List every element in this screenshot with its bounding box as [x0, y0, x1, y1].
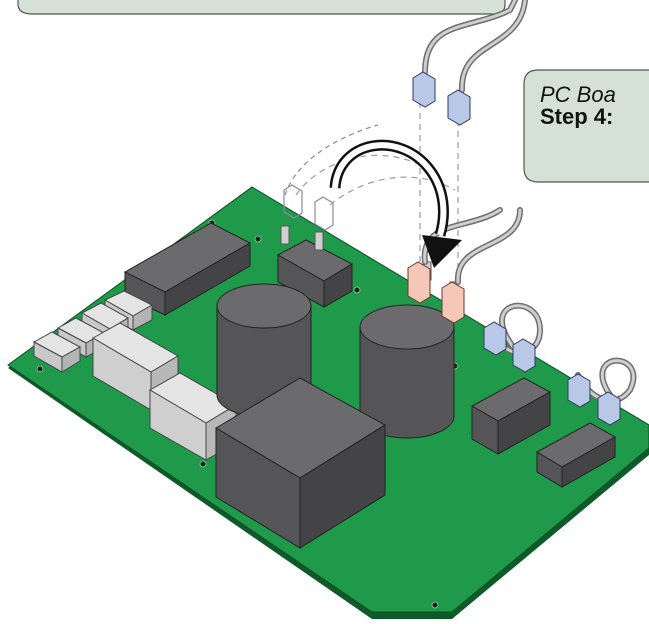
top-callout-box — [18, 0, 505, 14]
callout-title: PC Boa — [540, 84, 649, 106]
callout-step-label: Step 4: — [540, 106, 649, 128]
step-callout-text: PC Boa Step 4: — [540, 84, 649, 128]
capacitor-right — [360, 305, 454, 438]
